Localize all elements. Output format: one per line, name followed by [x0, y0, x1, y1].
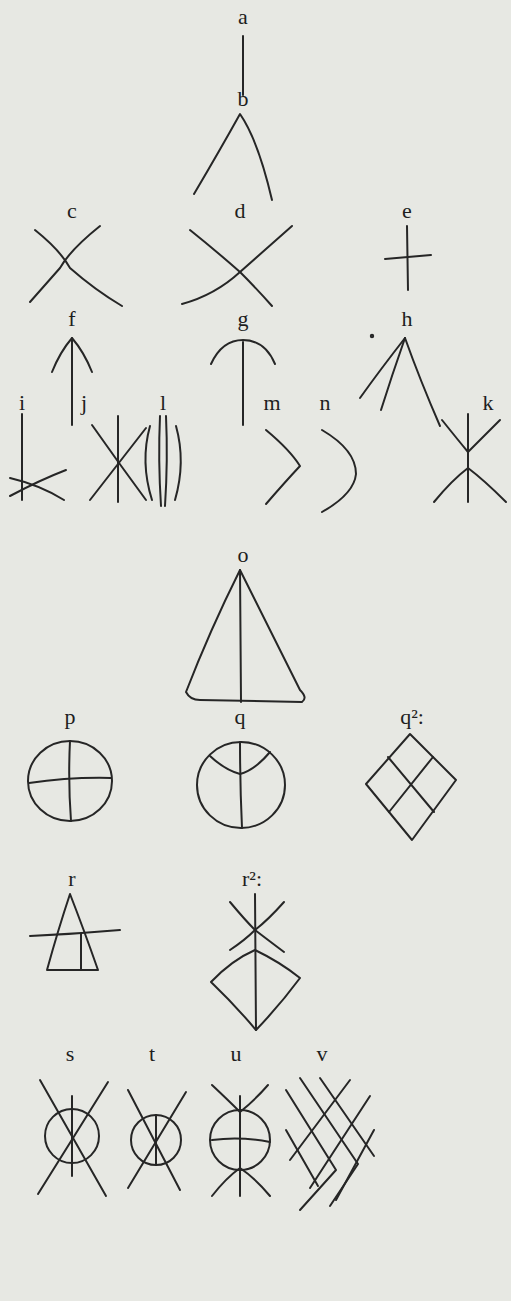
figure-letter: q²:	[400, 706, 424, 728]
figure-letter: a	[238, 6, 248, 28]
figure-letter: e	[402, 200, 412, 222]
figure-letter: n	[320, 392, 331, 414]
figure-letter: c	[67, 200, 77, 222]
figure-letter: m	[263, 392, 280, 414]
figure-letter: v	[317, 1043, 328, 1065]
figure-letter: k	[483, 392, 494, 414]
figure-letter: s	[66, 1043, 75, 1065]
figure-letter: u	[231, 1043, 242, 1065]
figure-letter: g	[238, 308, 249, 330]
figure-letter: f	[68, 308, 75, 330]
figure-letter: d	[235, 200, 246, 222]
figure-letter: r	[68, 868, 75, 890]
figure-letter: q	[235, 706, 246, 728]
figure-letter: i	[19, 392, 25, 414]
figure-letter: l	[160, 392, 166, 414]
figure-letter: p	[65, 706, 76, 728]
figure-letter: t	[149, 1043, 155, 1065]
figure-letter: o	[238, 544, 249, 566]
figure-letter: j	[81, 392, 87, 414]
figure-letter: r²:	[242, 868, 262, 890]
figure-letter: h	[402, 308, 413, 330]
figure-letter: b	[238, 88, 249, 110]
